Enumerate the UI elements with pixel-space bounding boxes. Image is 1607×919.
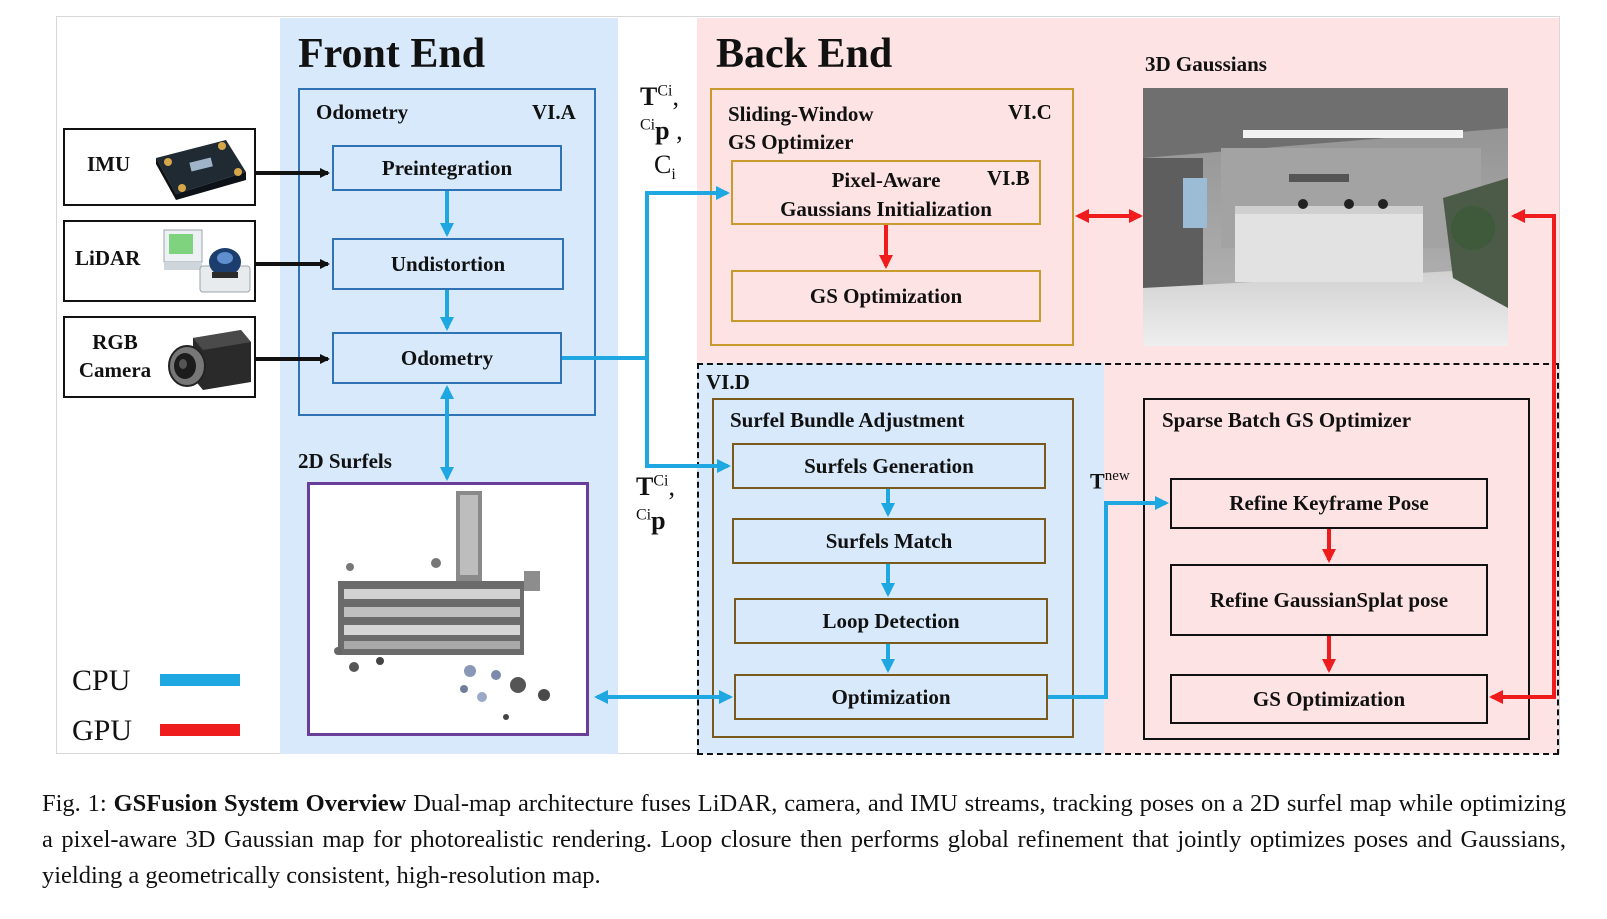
top-C: C <box>654 149 672 179</box>
imu-sensor: IMU <box>63 128 256 206</box>
legend-gpu-label: GPU <box>72 714 133 747</box>
lobby-render-picture <box>1143 88 1508 346</box>
legend-cpu-swatch <box>160 674 240 686</box>
lidar-label: LiDAR <box>75 246 141 270</box>
rgb-camera-label: RGB Camera <box>73 328 157 385</box>
tnew-sup: new <box>1104 468 1130 484</box>
surfel-map-image <box>307 482 589 736</box>
lidar-sensor: LiDAR <box>63 220 256 302</box>
mid-p-pre: Ci <box>636 506 652 524</box>
surfel-ba-title: Surfel Bundle Adjustment <box>730 408 965 432</box>
pixel-aware-init-block: Pixel-Aware Gaussians Initialization VI.… <box>731 160 1041 225</box>
surfels-generation-block: Surfels Generation <box>732 443 1046 489</box>
pixel-aware-text: Pixel-Aware Gaussians Initialization <box>733 166 1039 225</box>
legend-cpu-label: CPU <box>72 664 131 697</box>
pixel-aware-section-tag: VI.B <box>987 166 1030 190</box>
legend-gpu-swatch <box>160 724 240 736</box>
gaussians-3d-label: 3D Gaussians <box>1145 52 1267 76</box>
preintegration-block: Preintegration <box>332 145 562 191</box>
sliding-window-section-tag: VI.C <box>1008 100 1052 124</box>
caption-lead: GSFusion System Overview <box>113 790 407 817</box>
sliding-window-label: Sliding-Window GS Optimizer <box>728 100 874 157</box>
top-p: p <box>655 115 670 145</box>
surfels-match-block: Surfels Match <box>732 518 1046 564</box>
imu-label: IMU <box>87 152 131 176</box>
gs-optimization-block-top: GS Optimization <box>731 270 1041 322</box>
tnew-T: T <box>1090 468 1105 494</box>
top-pose-label: TCi, Cip , Ci <box>640 82 683 183</box>
gs-optimization-block-bottom: GS Optimization <box>1170 674 1488 724</box>
sliding-window-line1: Sliding-Window <box>728 102 874 126</box>
odometry-group-label: Odometry <box>316 100 409 124</box>
tnew-label: Tnew <box>1090 468 1130 494</box>
loop-section-tag: VI.D <box>706 370 750 394</box>
figure-caption: Fig. 1: GSFusion System Overview Dual-ma… <box>42 786 1566 894</box>
camera-label: Camera <box>78 358 152 383</box>
pixel-aware-line1: Pixel-Aware <box>831 168 941 192</box>
imu-device-icon <box>156 140 246 200</box>
rgb-label: RGB <box>92 330 138 354</box>
gaussian-render-image <box>1143 88 1508 346</box>
caption-text: Dual-map architecture fuses LiDAR, camer… <box>42 790 1566 889</box>
odometry-section-tag: VI.A <box>532 100 576 124</box>
pixel-aware-line2: Gaussians Initialization <box>780 197 992 222</box>
refine-gaussian-line2: Splat pose <box>1356 587 1449 612</box>
mid-pose-label: TCi, Cip <box>636 472 675 535</box>
refine-keyframe-pose-block: Refine Keyframe Pose <box>1170 478 1488 529</box>
lidar-device-icon <box>163 229 251 293</box>
undistortion-block: Undistortion <box>332 238 564 290</box>
surfel-ba-panel <box>697 363 1104 754</box>
mid-T-sup: Ci <box>653 472 669 490</box>
odometry-block: Odometry <box>332 332 562 384</box>
refine-gaussian-line1: Refine Gaussian <box>1209 587 1357 612</box>
refine-gaussian-splat-block: Refine Gaussian Splat pose <box>1170 564 1488 636</box>
rgb-camera-sensor: RGB Camera <box>63 316 256 398</box>
mid-p: p <box>651 505 666 535</box>
loop-detection-block: Loop Detection <box>734 598 1048 644</box>
caption-prefix: Fig. 1: <box>42 790 114 817</box>
loop-closure-dashed-box <box>697 363 1559 755</box>
optimization-block: Optimization <box>734 674 1048 720</box>
front-end-title: Front End <box>298 31 486 77</box>
top-C-sub: i <box>671 165 676 183</box>
mid-T: T <box>636 472 654 501</box>
sparse-batch-title: Sparse Batch GS Optimizer <box>1162 408 1412 432</box>
sliding-window-line2: GS Optimizer <box>728 130 854 155</box>
top-T: T <box>640 82 658 111</box>
top-T-sup: Ci <box>657 82 673 100</box>
back-end-title: Back End <box>716 31 893 77</box>
camera-device-icon <box>168 330 251 390</box>
top-p-pre: Ci <box>640 116 656 134</box>
surfel-point-cloud <box>334 491 550 720</box>
surfels-2d-label: 2D Surfels <box>298 449 392 473</box>
